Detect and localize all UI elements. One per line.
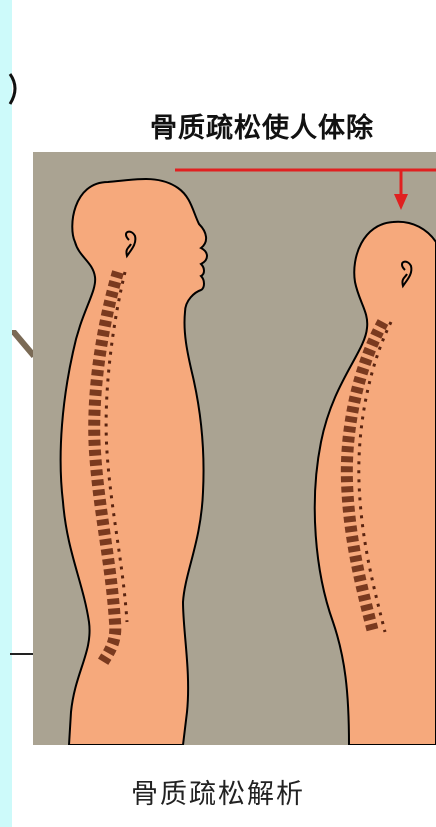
slide-caption: 骨质疏松解析 <box>0 772 436 811</box>
partial-left-glyph <box>8 70 22 110</box>
upright-figure <box>61 179 207 745</box>
posture-illustration <box>33 152 436 745</box>
hunched-figure <box>315 222 436 745</box>
hunched-body <box>315 222 436 745</box>
partial-baseline <box>10 653 34 655</box>
slide-title: 骨质疏松使人体除 <box>150 106 374 145</box>
upright-body <box>61 179 207 745</box>
height-arrow-head <box>394 194 408 210</box>
